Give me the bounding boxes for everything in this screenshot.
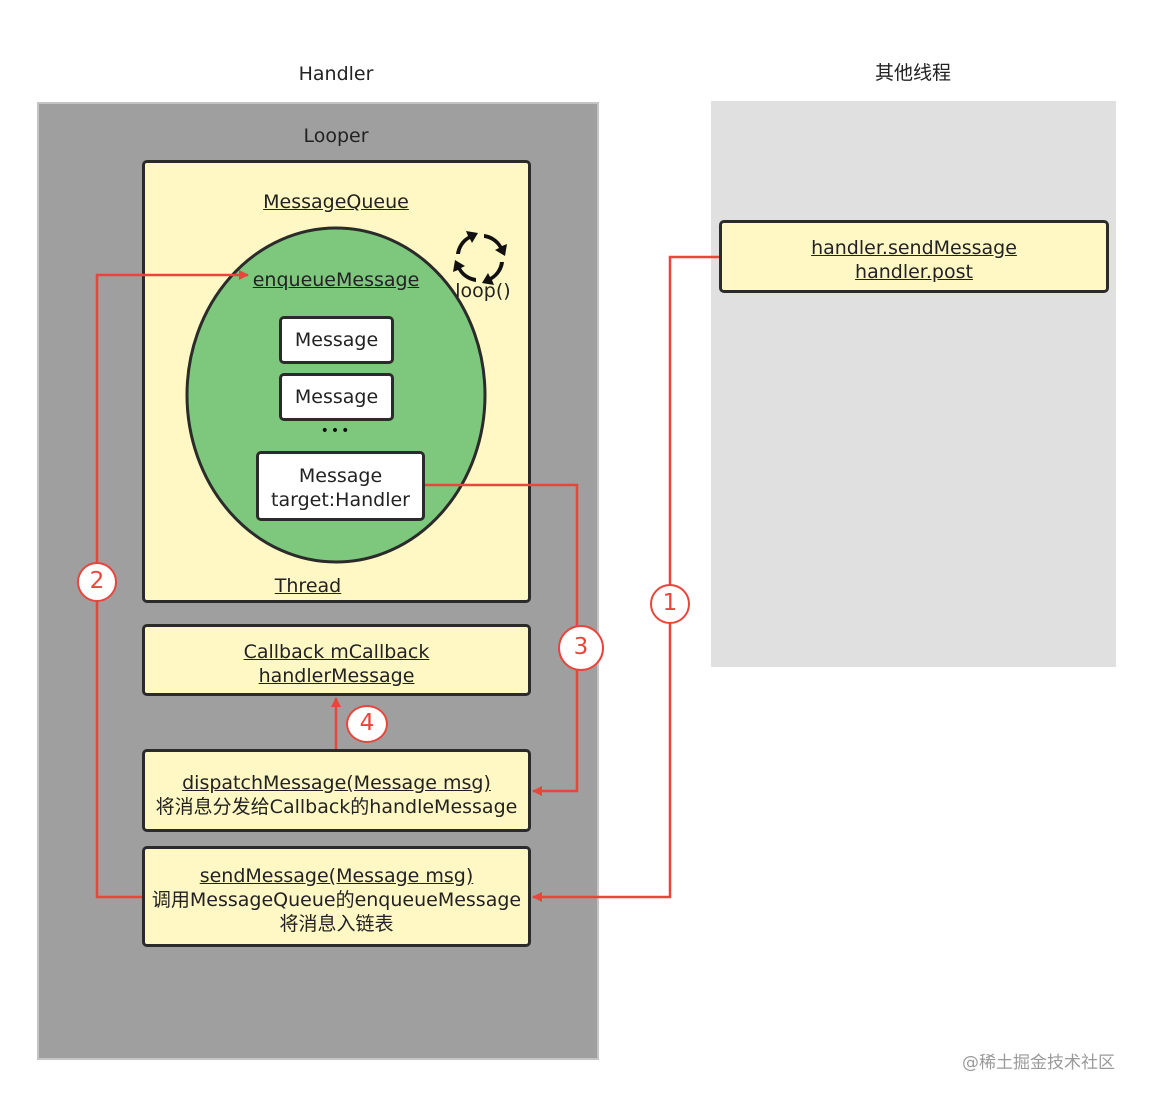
- arrow-step-3: [425, 483, 579, 796]
- step-4-badge: 4: [346, 705, 388, 743]
- send-line3: 将消息入链表: [279, 913, 394, 935]
- dispatch-line2: 将消息分发给Callback的handleMessage: [155, 796, 518, 818]
- callback-box: Callback mCallback handlerMessage: [142, 624, 531, 696]
- send-message-box: sendMessage(Message msg) 调用MessageQueue的…: [142, 846, 531, 947]
- target-message-item: Message target:Handler: [256, 451, 425, 521]
- message-ellipsis: •••: [320, 423, 352, 439]
- handler-column-title: Handler: [298, 63, 374, 85]
- other-thread-line2: handler.post: [855, 261, 973, 283]
- step-3-badge: 3: [558, 625, 604, 671]
- enqueue-message-label: enqueueMessage: [252, 269, 420, 291]
- step-1-badge: 1: [650, 584, 690, 624]
- target-message-line2: target:Handler: [271, 489, 410, 511]
- other-thread-box: handler.sendMessage handler.post: [719, 220, 1109, 293]
- watermark: @稀土掘金技术社区: [962, 1053, 1115, 1073]
- message-queue-label: MessageQueue: [263, 191, 409, 213]
- message-item: Message: [279, 316, 394, 364]
- other-thread-line1: handler.sendMessage: [811, 237, 1017, 259]
- loop-icon: [453, 231, 507, 285]
- callback-line2: handlerMessage: [258, 665, 415, 687]
- target-message-line1: Message: [298, 465, 383, 487]
- thread-label: Thread: [274, 575, 342, 597]
- loop-label: loop(): [455, 280, 511, 302]
- callback-line1: Callback mCallback: [243, 641, 430, 663]
- dispatch-box: dispatchMessage(Message msg) 将消息分发给Callb…: [142, 749, 531, 832]
- send-line2: 调用MessageQueue的enqueueMessage: [151, 889, 522, 911]
- looper-label: Looper: [303, 125, 369, 147]
- dispatch-line1: dispatchMessage(Message msg): [182, 772, 491, 794]
- message-item: Message: [279, 373, 394, 421]
- other-thread-column-title: 其他线程: [874, 62, 951, 84]
- step-2-badge: 2: [77, 562, 117, 602]
- send-line1: sendMessage(Message msg): [199, 865, 474, 887]
- arrow-step-2: [95, 270, 249, 899]
- other-thread-panel: [711, 101, 1116, 667]
- arrow-step-1: [532, 255, 719, 902]
